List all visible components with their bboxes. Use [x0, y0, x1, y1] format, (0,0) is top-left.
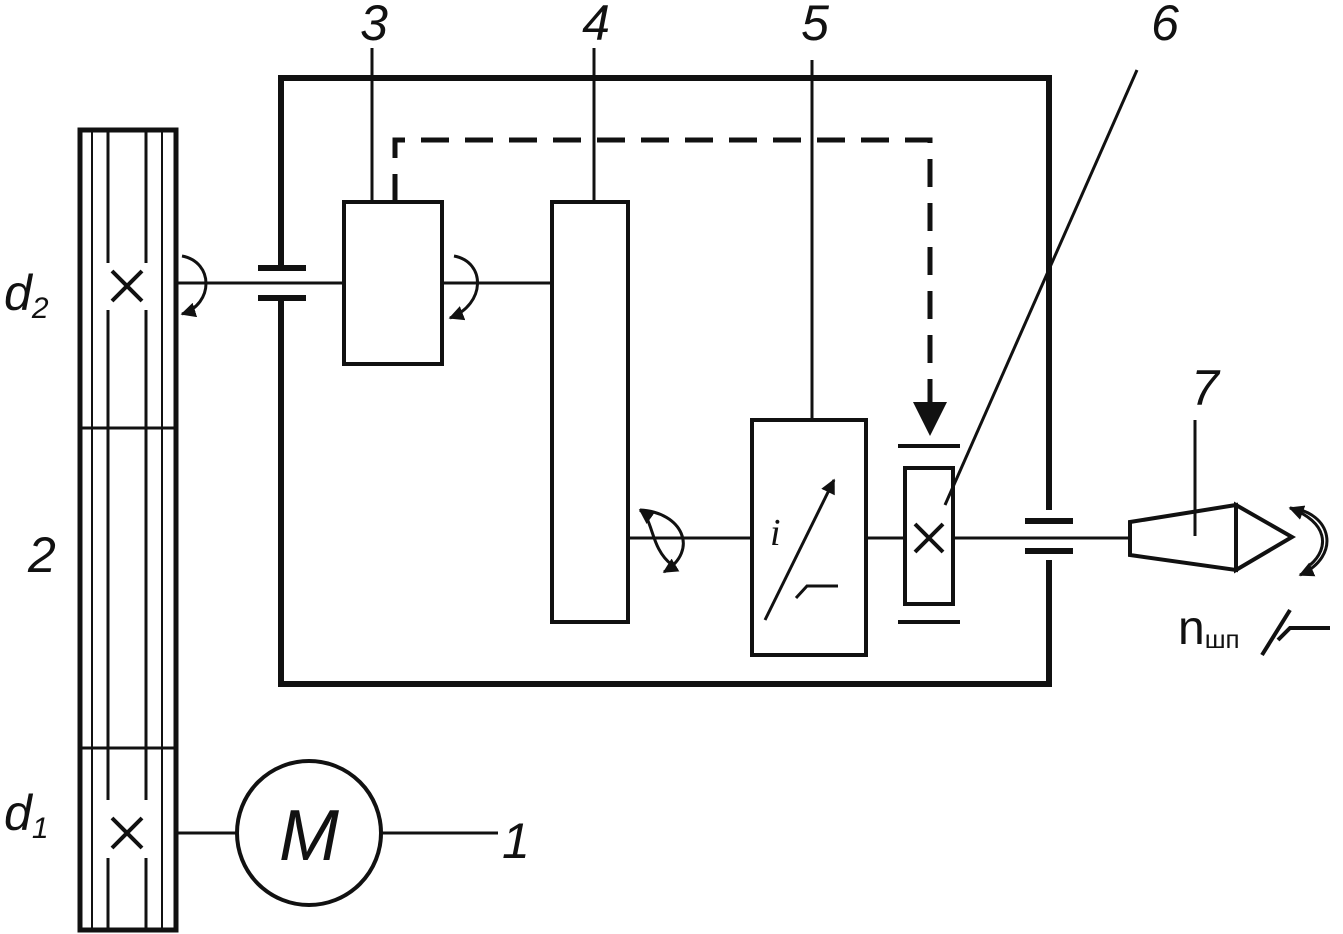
rotation-arrow-block4-inner-icon — [638, 508, 673, 567]
label-block-3: 3 — [360, 0, 388, 51]
leader-6 — [943, 69, 1139, 506]
belt-drive — [77, 127, 179, 933]
ratio-symbol: i — [770, 512, 781, 554]
leader-lines — [370, 48, 1197, 835]
rotation-arrows — [180, 254, 1329, 577]
label-d1-base: d — [4, 785, 34, 841]
motor: M — [235, 759, 383, 907]
label-d1: d1 — [4, 785, 49, 845]
block-3 — [342, 200, 444, 366]
variator-step-icon — [794, 584, 838, 600]
shafts — [176, 281, 1130, 835]
label-d2-base: d — [4, 265, 34, 321]
spindle-tool — [1128, 501, 1296, 574]
belt-outer — [77, 127, 179, 933]
label-block-6: 6 — [1151, 0, 1179, 51]
label-block-5: 5 — [801, 0, 829, 51]
label-motor-1: 1 — [502, 813, 530, 869]
rotation-arrow-block3-icon — [448, 254, 479, 321]
label-spindle-7: 7 — [1191, 360, 1221, 416]
housing-frame — [258, 75, 1073, 687]
motor-circle — [235, 759, 383, 907]
label-block-4: 4 — [582, 0, 610, 51]
speed-variation-icon — [1260, 608, 1330, 657]
frame-top — [278, 75, 1052, 510]
label-d2-sub: 2 — [31, 292, 49, 325]
label-d1-sub: 1 — [32, 812, 49, 845]
pulley-d1-cross — [110, 816, 144, 850]
spindle-cone — [1234, 501, 1296, 574]
label-belt-2: 2 — [27, 527, 56, 583]
pulley-d2-cross — [110, 269, 144, 303]
block-4 — [550, 200, 630, 624]
rotation-arrow-pulley-icon — [180, 254, 208, 318]
variator-arrow-icon — [763, 478, 836, 621]
label-spindle-speed: nшп — [1178, 602, 1240, 655]
blocks — [342, 200, 960, 657]
clutch-cross — [913, 522, 945, 554]
block-5-variator — [750, 418, 868, 657]
label-d2: d2 — [4, 265, 49, 325]
motor-letter: M — [279, 796, 339, 876]
control-link-dashed — [392, 137, 933, 408]
label-speed-sub: шп — [1205, 624, 1240, 654]
control-link-arrowhead-icon — [913, 402, 947, 436]
rotation-arrow-spindle-inner-icon — [1288, 505, 1325, 567]
variator-symbol — [763, 478, 838, 621]
label-speed-base: n — [1178, 602, 1205, 655]
frame-bottom — [278, 300, 1052, 687]
spindle-taper — [1128, 502, 1238, 573]
